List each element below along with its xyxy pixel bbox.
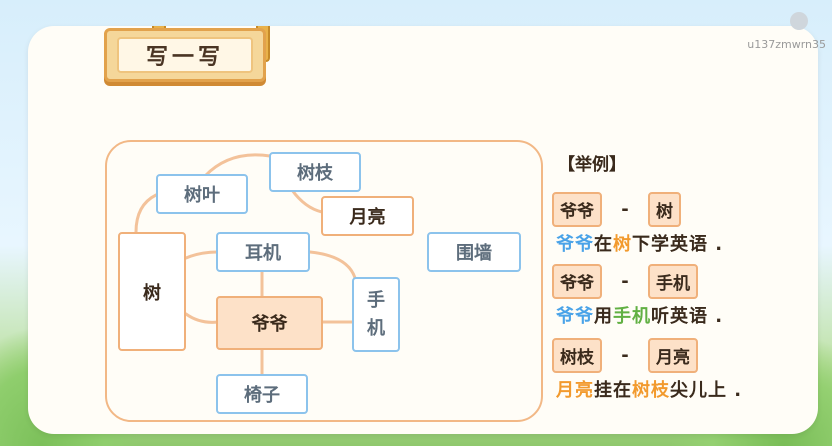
example-1-dash: - [621,199,629,220]
example-1-seg-3: 树 [613,234,632,255]
node-shouji-char-1: 手 [367,289,385,311]
example-2-left-tag: 爷爷 [552,264,602,299]
example-2-dash: - [621,271,629,292]
examples-title: 【举例】 [558,155,626,175]
node-shouji-char-2: 机 [367,317,385,339]
example-1-right-tag: 树 [648,192,681,227]
node-yizi: 椅子 [216,374,308,414]
example-3-sentence: 月亮挂在树枝尖儿上 . [556,376,742,402]
example-1-pair: 爷爷 - 树 [552,192,681,227]
example-2-seg-3: 手机 [613,306,651,327]
example-2-seg-2: 用 [594,306,613,327]
example-2-sentence: 爷爷用手机听英语 . [556,302,723,328]
example-2-seg-4: 听英语 . [651,306,724,327]
example-3-seg-4: 尖儿上 . [670,380,743,401]
watermark-logo-icon [790,12,808,30]
example-3-seg-3: 树枝 [632,380,670,401]
title-sign: 写一写 [104,28,266,82]
example-1-seg-1: 爷爷 [556,234,594,255]
example-3-pair: 树枝 - 月亮 [552,338,698,373]
node-yeye: 爷爷 [216,296,323,350]
example-2-right-tag: 手机 [648,264,698,299]
example-3-left-tag: 树枝 [552,338,602,373]
examples-panel: 【举例】 [552,150,822,175]
example-1-seg-4: 下学英语 . [632,234,724,255]
node-yueliang: 月亮 [321,196,414,236]
node-shuye: 树叶 [156,174,248,214]
example-1-left-tag: 爷爷 [552,192,602,227]
example-3-dash: - [621,345,629,366]
page-title: 写一写 [117,37,253,73]
watermark-text: u137zmwrn35 [747,38,826,51]
example-1-sentence: 爷爷在树下学英语 . [556,230,723,256]
example-3-right-tag: 月亮 [648,338,698,373]
example-2-seg-1: 爷爷 [556,306,594,327]
mind-map-frame [105,140,543,422]
node-shouji: 手 机 [352,277,400,352]
node-erji: 耳机 [216,232,310,272]
node-weiqiang: 围墙 [427,232,521,272]
example-3-seg-1: 月亮 [556,380,594,401]
example-2-pair: 爷爷 - 手机 [552,264,698,299]
example-1-seg-2: 在 [594,234,613,255]
node-shu: 树 [118,232,186,351]
node-shuzhi: 树枝 [269,152,361,192]
example-3-seg-2: 挂在 [594,380,632,401]
